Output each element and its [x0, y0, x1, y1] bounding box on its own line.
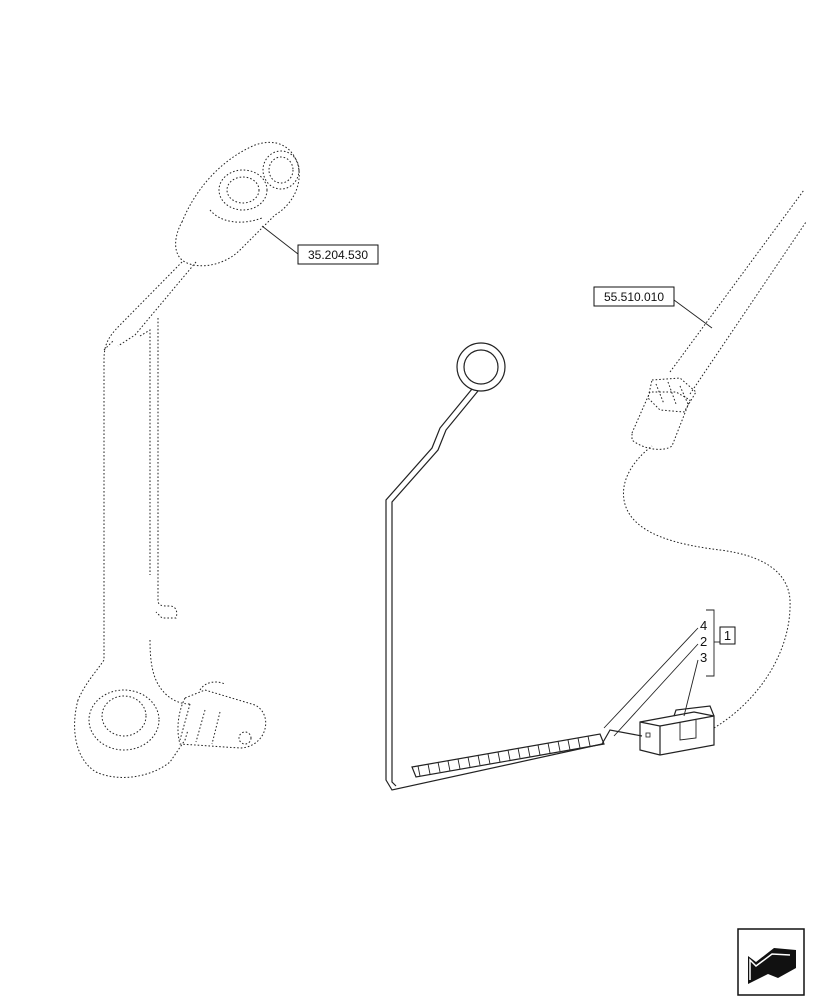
item-number-2: 2 — [700, 634, 707, 649]
group-ref-box: 1 — [719, 626, 736, 645]
dipstick — [385, 342, 643, 791]
leader-line — [261, 225, 299, 255]
group-ref-label: 1 — [724, 628, 731, 643]
item-number-3: 3 — [700, 650, 707, 665]
leader-line — [673, 299, 713, 329]
part-ref-label: 35.204.530 — [308, 248, 368, 262]
next-page-icon[interactable] — [737, 928, 805, 996]
connector — [639, 705, 715, 756]
harness-tube — [669, 189, 807, 395]
lever-arm — [74, 141, 300, 778]
callout-35-204-530[interactable]: 35.204.530 — [297, 244, 379, 265]
wire-harness — [623, 445, 791, 729]
callout-55-510-010[interactable]: 55.510.010 — [593, 286, 675, 307]
sensor — [631, 377, 697, 450]
item-number-4: 4 — [700, 618, 707, 633]
part-ref-label: 55.510.010 — [604, 290, 664, 304]
item-leaders — [603, 609, 720, 737]
